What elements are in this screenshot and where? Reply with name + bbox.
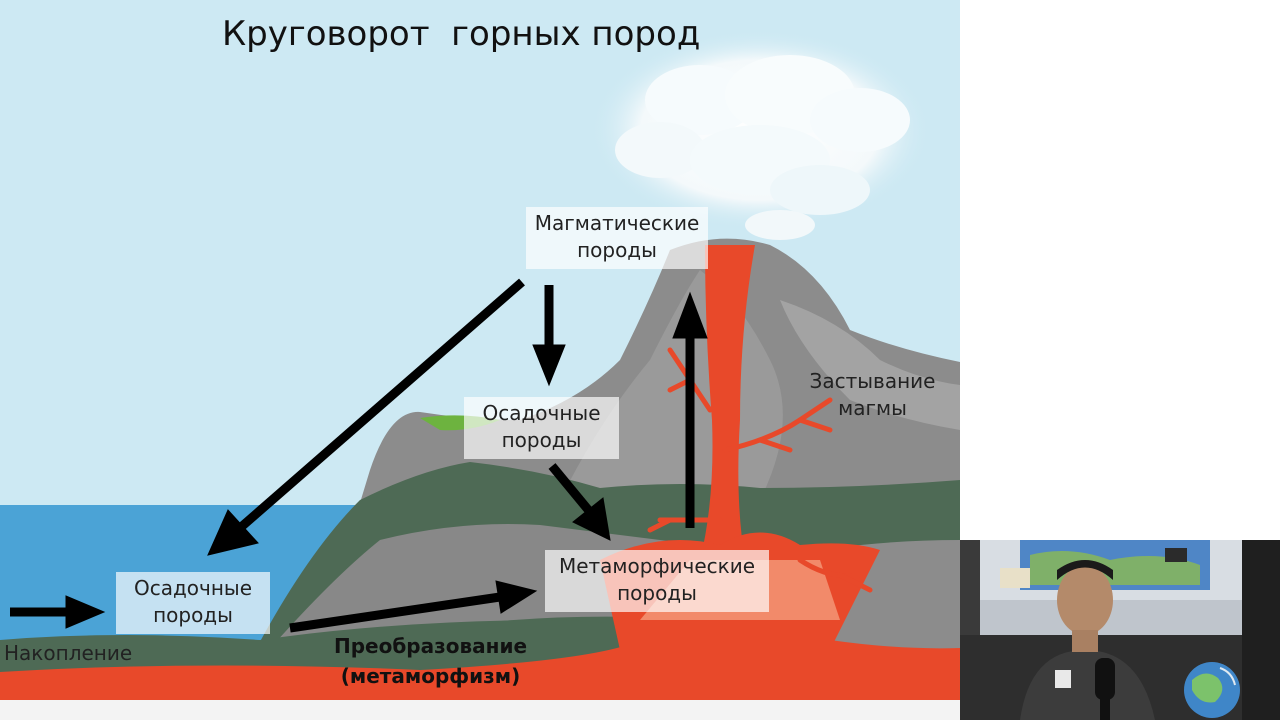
label-metamorphic-line1: Метаморфические xyxy=(558,554,756,578)
label-accumulation: Накопление xyxy=(4,641,133,665)
label-magma-solidification-line2: магмы xyxy=(838,396,907,420)
label-sedimentary-bottom-line1: Осадочные xyxy=(133,576,253,600)
rock-cycle-slide: Круговорот горных пород Магматические по… xyxy=(0,0,960,720)
label-metamorphic-rocks: Метаморфические породы xyxy=(545,550,769,612)
label-igneous-rocks: Магматические породы xyxy=(526,207,708,269)
label-igneous-line2: породы xyxy=(577,238,657,262)
presenter-video-icon xyxy=(960,540,1280,720)
label-magma-solidification-line1: Застывание xyxy=(809,369,936,393)
presenter-webcam xyxy=(960,540,1280,720)
page-title: Круговорот горных пород xyxy=(222,14,701,54)
label-sedimentary-bottom-line2: породы xyxy=(153,603,233,627)
label-sedimentary-top-line2: породы xyxy=(501,428,582,452)
cycle-arrows xyxy=(10,278,708,633)
label-metamorphic-line2: породы xyxy=(617,581,697,605)
label-sedimentary-bottom: Осадочные породы xyxy=(116,572,270,634)
volcano-cloud xyxy=(590,30,930,240)
label-igneous-line1: Магматические xyxy=(534,211,700,235)
magma-conduit xyxy=(700,245,755,560)
label-sedimentary-top-line1: Осадочные xyxy=(482,401,601,425)
label-transformation: Преобразование (метаморфизм) xyxy=(318,631,543,691)
label-sedimentary-top: Осадочные породы xyxy=(464,397,619,459)
label-transformation-line2: (метаморфизм) xyxy=(340,664,521,688)
label-magma-solidification: Застывание магмы xyxy=(800,368,945,422)
label-transformation-line1: Преобразование xyxy=(333,634,528,658)
